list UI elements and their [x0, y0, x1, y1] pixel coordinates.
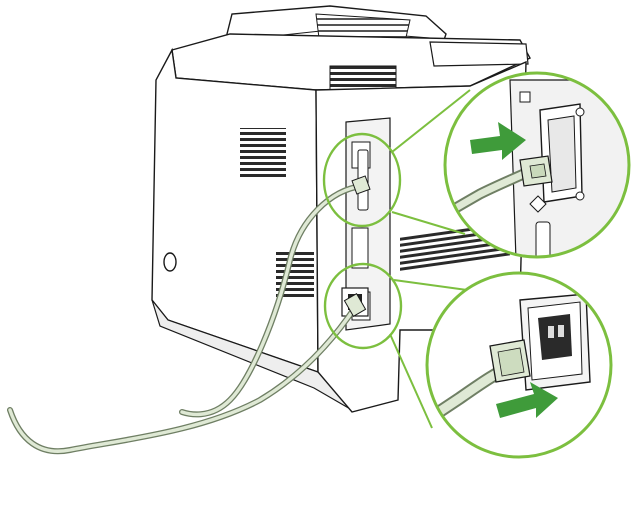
power-cord [7, 293, 367, 455]
side-vent-upper [240, 128, 286, 180]
insert-arrow-bottom [496, 382, 558, 418]
formatter-board-plate [345, 117, 391, 331]
insert-arrow-top [470, 122, 526, 160]
power-socket-detail [538, 314, 572, 360]
power-port-highlight [323, 262, 403, 350]
parallel-cable [179, 175, 371, 418]
power-cord-callout [425, 271, 613, 459]
side-handle-icon [163, 252, 177, 272]
parallel-cable-callout [443, 71, 631, 259]
parallel-port-highlight [322, 132, 402, 228]
